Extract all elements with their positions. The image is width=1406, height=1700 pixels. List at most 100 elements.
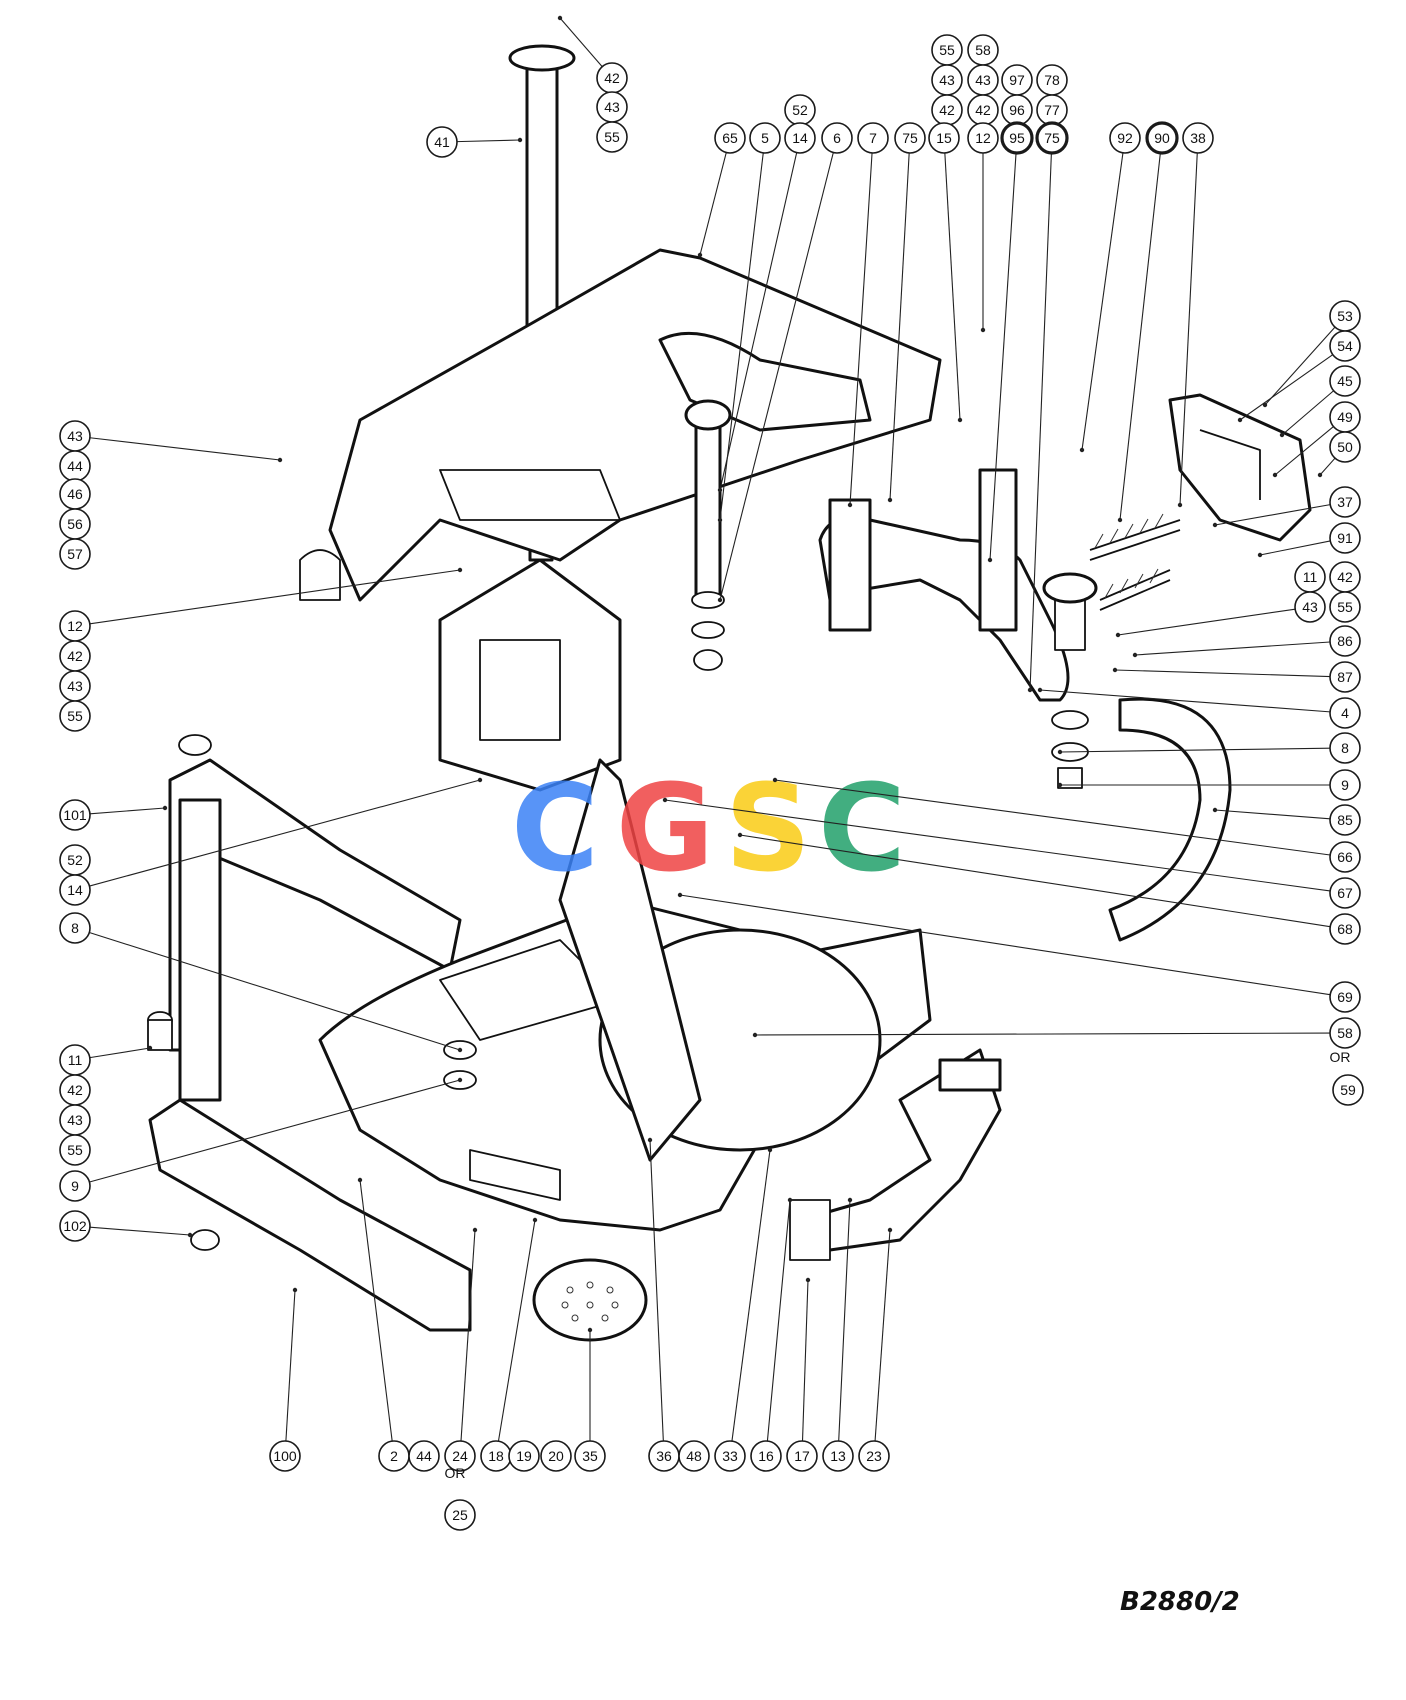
callout-circle xyxy=(444,1499,476,1531)
leader-end-dot xyxy=(697,252,703,258)
part-callout: 13 xyxy=(822,1440,854,1472)
part-callout: 55 xyxy=(59,700,91,732)
part-callout: 58 xyxy=(1329,1017,1361,1049)
part-callout: 35 xyxy=(574,1440,606,1472)
callout-leader-line xyxy=(1117,608,1296,636)
callout-leader-line xyxy=(754,1032,1331,1036)
leader-end-dot xyxy=(1037,687,1043,693)
callout-leader-line xyxy=(1029,152,1052,691)
part-callout: 20 xyxy=(540,1440,572,1472)
part-callout: 75 xyxy=(894,122,926,154)
callout-circle xyxy=(540,1440,572,1472)
leader-end-dot xyxy=(457,1047,463,1053)
callout-leader-line xyxy=(1119,152,1161,521)
callout-circle xyxy=(1329,1017,1361,1049)
callout-circle xyxy=(1332,1074,1364,1106)
callout-circle xyxy=(408,1440,440,1472)
leader-end-dot xyxy=(1132,652,1138,658)
part-callout: 48 xyxy=(678,1440,710,1472)
callout-circle xyxy=(1329,913,1361,945)
leader-end-dot xyxy=(647,1137,653,1143)
part-callout: 57 xyxy=(59,538,91,570)
callout-circle xyxy=(750,1440,782,1472)
callout-label: 19 xyxy=(516,1448,532,1464)
leader-end-dot xyxy=(532,1217,538,1223)
callout-circle xyxy=(59,700,91,732)
part-callout: 16 xyxy=(750,1440,782,1472)
part-callout: 65 xyxy=(714,122,746,154)
callout-label: 58 xyxy=(975,42,991,58)
leader-end-dot xyxy=(767,1147,773,1153)
callout-label: 44 xyxy=(67,458,83,474)
callout-label: 17 xyxy=(794,1448,810,1464)
part-callout: 44 xyxy=(59,450,91,482)
part-callout: 59 xyxy=(1332,1074,1364,1106)
leader-end-dot xyxy=(277,457,283,463)
part-callout: 23 xyxy=(858,1440,890,1472)
callout-label: 9 xyxy=(1341,777,1349,793)
callout-leader-line xyxy=(731,1149,771,1442)
part-callout: 43 xyxy=(59,420,91,452)
callout-label: 66 xyxy=(1337,849,1353,865)
callout-circle xyxy=(1329,981,1361,1013)
callout-leader-line xyxy=(989,152,1017,561)
callout-leader-line xyxy=(801,1279,809,1442)
callout-leader-line xyxy=(1059,747,1331,753)
leader-end-dot xyxy=(717,487,723,493)
part-callout: 97 xyxy=(1001,64,1033,96)
callout-label: 45 xyxy=(1337,373,1353,389)
callout-label: 55 xyxy=(67,1142,83,1158)
callout-circle xyxy=(1329,769,1361,801)
callout-label: 54 xyxy=(1337,338,1353,354)
part-callout: 12 xyxy=(967,122,999,154)
callout-label: 43 xyxy=(604,99,620,115)
callout-circle xyxy=(1329,431,1361,463)
part-callout: 9 xyxy=(1329,769,1361,801)
callout-circle xyxy=(574,1440,606,1472)
leader-end-dot xyxy=(717,597,723,603)
callout-circle xyxy=(59,874,91,906)
callout-leader-line xyxy=(719,152,834,601)
callout-label: 14 xyxy=(792,130,808,146)
part-callout: 42 xyxy=(967,94,999,126)
part-callout: 38 xyxy=(1182,122,1214,154)
callout-circle xyxy=(1329,732,1361,764)
part-callout: 53 xyxy=(1329,300,1361,332)
leader-end-dot xyxy=(737,832,743,838)
leader-end-dot xyxy=(1279,432,1285,438)
part-callout: 24 xyxy=(444,1440,476,1472)
leader-end-dot xyxy=(1257,552,1263,558)
callout-leader-line xyxy=(874,1229,891,1442)
callout-label: 77 xyxy=(1044,102,1060,118)
callout-leader-line xyxy=(719,152,798,491)
callout-label: 43 xyxy=(939,72,955,88)
callout-leader-line xyxy=(1281,390,1334,436)
part-callout: 96 xyxy=(1001,94,1033,126)
leader-end-dot xyxy=(1212,807,1218,813)
callout-label: 9 xyxy=(71,1178,79,1194)
callout-label: 97 xyxy=(1009,72,1025,88)
part-callout: 42 xyxy=(931,94,963,126)
callout-circle xyxy=(967,122,999,154)
callout-label: 87 xyxy=(1337,669,1353,685)
callout-label: 6 xyxy=(833,130,841,146)
callout-circle xyxy=(858,1440,890,1472)
part-callout: 102 xyxy=(59,1210,91,1242)
part-callout: 43 xyxy=(1294,591,1326,623)
callout-label: 78 xyxy=(1044,72,1060,88)
leader-lines xyxy=(89,15,1336,1442)
callout-label: 14 xyxy=(67,882,83,898)
callout-label: 18 xyxy=(488,1448,504,1464)
part-callout: 101 xyxy=(59,799,91,831)
leader-end-dot xyxy=(752,1032,758,1038)
callout-label: 95 xyxy=(1009,130,1025,146)
callout-label: 68 xyxy=(1337,921,1353,937)
part-callout: 4 xyxy=(1329,697,1361,729)
part-callout: 43 xyxy=(931,64,963,96)
leader-end-dot xyxy=(1057,782,1063,788)
part-callout: 14 xyxy=(59,874,91,906)
callout-leader-line xyxy=(649,1139,664,1442)
part-callout: 33 xyxy=(714,1440,746,1472)
callout-label: 46 xyxy=(67,486,83,502)
